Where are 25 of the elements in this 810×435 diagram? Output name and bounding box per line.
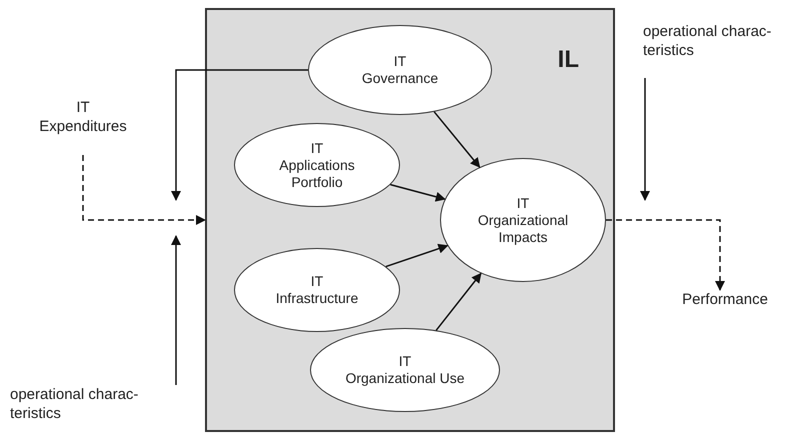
text-label: operational charac- teristics (10, 385, 185, 423)
arrow (434, 111, 480, 168)
frame-title: IL (558, 46, 579, 74)
text-label: operational charac- teristics (643, 22, 793, 60)
node-label: Organizational Use (345, 370, 465, 387)
arrow (640, 78, 650, 201)
arrow (171, 235, 181, 385)
node-label: IT (310, 140, 324, 156)
arrow (390, 184, 446, 202)
arrow (82, 155, 206, 225)
arrow (171, 69, 308, 201)
node-label: IT (516, 194, 530, 212)
node-label: Applications Portfolio (278, 156, 356, 190)
arrow (436, 272, 482, 331)
arrow (386, 244, 448, 268)
node-label: IT (394, 53, 406, 70)
node-label: IT (310, 273, 324, 290)
frame-box (205, 8, 615, 432)
node-label: Infrastructure (276, 290, 358, 307)
text-label: IT Expenditures (38, 98, 128, 136)
arrow (606, 219, 725, 291)
text-label: Performance (670, 290, 780, 309)
node-label: IT (398, 353, 412, 370)
node-label: Organizational Impacts (476, 212, 570, 246)
node-label: Governance (362, 70, 438, 87)
